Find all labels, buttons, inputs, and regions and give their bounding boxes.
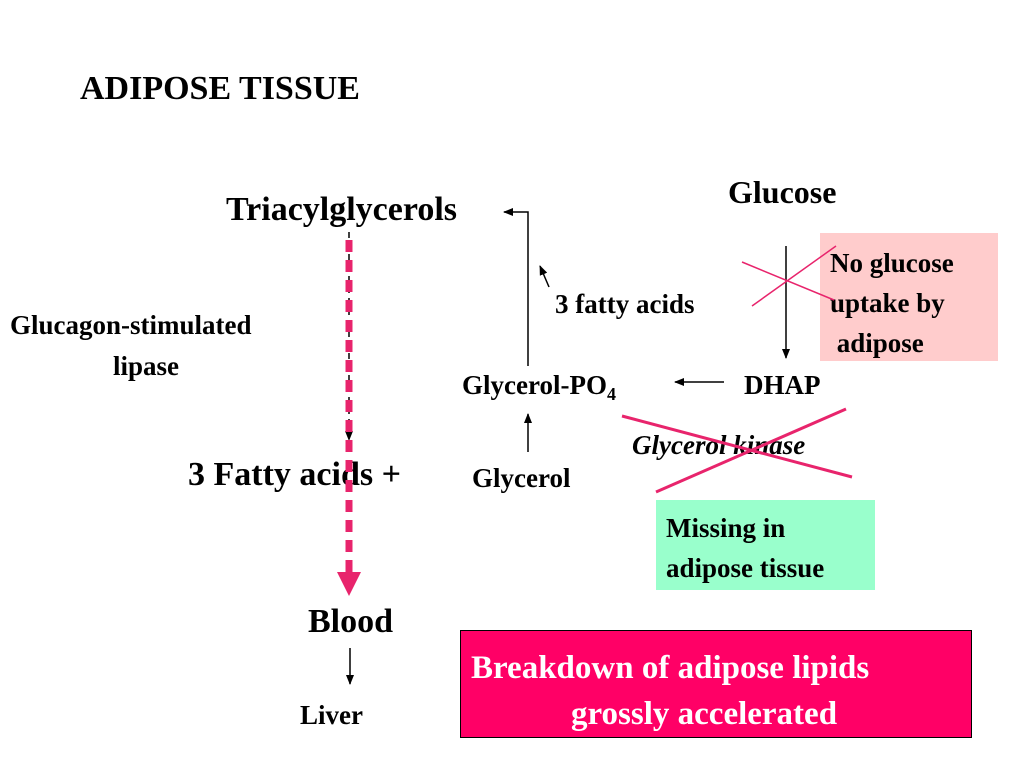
breakdown-accelerated-box: Breakdown of adipose lipids grossly acce… <box>460 630 972 738</box>
fatty-acids-in-arrow <box>539 265 550 288</box>
breakdown-line: grossly accelerated <box>571 696 838 732</box>
glycerol-label: Glycerol <box>472 463 571 493</box>
glycerol-phosphate-label: Glycerol-PO4 <box>462 370 616 404</box>
three-fatty-acids-label: 3 fatty acids <box>555 289 695 319</box>
dhap-label: DHAP <box>744 370 821 400</box>
lipase-label-line1: Glucagon-stimulated <box>10 310 252 340</box>
lipase-label-line2: lipase <box>113 351 180 381</box>
glycerol-phosphate-subscript: 4 <box>606 384 616 404</box>
liver-label: Liver <box>300 700 363 730</box>
esterification-arrow <box>503 208 529 366</box>
no-glucose-line: uptake by <box>830 288 945 318</box>
fatty-acids-plus-label: 3 Fatty acids + <box>188 456 401 493</box>
missing-in-adipose-box: Missing in adipose tissue <box>656 500 875 590</box>
missing-line: adipose tissue <box>666 553 825 583</box>
no-glucose-line: No glucose <box>830 248 954 278</box>
missing-line: Missing in <box>666 513 786 543</box>
glucose-uptake-cross-line <box>751 245 837 307</box>
glycerol-phosphate-text: Glycerol-PO <box>462 370 607 400</box>
glucose-label: Glucose <box>728 174 837 210</box>
glycerol-kinase-cross-line <box>655 407 847 494</box>
triacylglycerols-label: Triacylglycerols <box>226 191 458 228</box>
no-glucose-uptake-box: No glucose uptake by adipose <box>820 233 998 361</box>
page-title: ADIPOSE TISSUE <box>80 70 360 107</box>
blood-label: Blood <box>308 603 394 640</box>
glycerol-kinase-label: Glycerol kinase <box>632 430 806 460</box>
no-glucose-line: adipose <box>830 328 924 358</box>
lipolysis-arrowhead <box>337 572 361 596</box>
glycerol-kinase-cross-line <box>621 414 853 479</box>
breakdown-line: Breakdown of adipose lipids <box>471 650 870 686</box>
